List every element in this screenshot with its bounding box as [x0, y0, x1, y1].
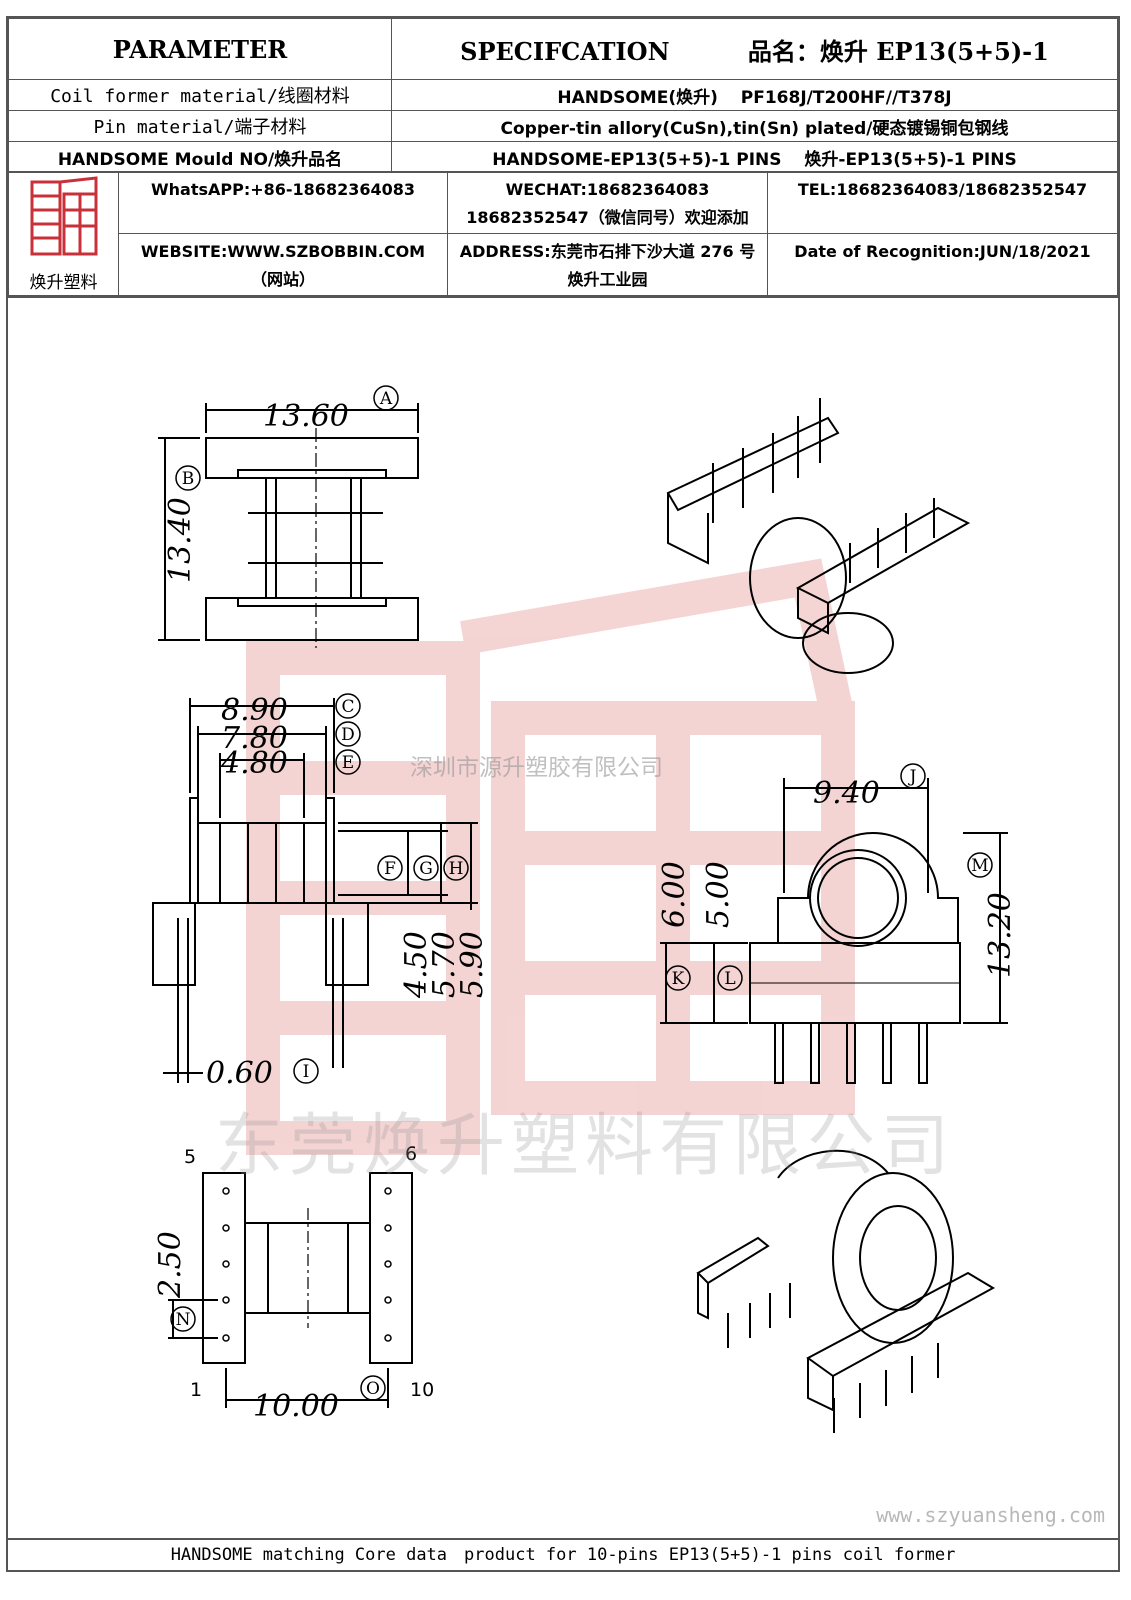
drawing-canvas: 13.60 13.40 8.90 7.80 4.80 4.50 5.70 5.9… [152, 385, 1018, 1433]
dim-f-value: 4.50 [399, 931, 434, 999]
watermark-company: 东莞焕升塑料有限公司 [215, 1107, 956, 1186]
svg-text:M: M [971, 856, 988, 876]
label-d-icon: D [335, 721, 361, 747]
dim-b-value: 13.40 [163, 497, 198, 583]
address: ADDRESS:东莞市石排下沙大道 276 号焕升工业园 [447, 233, 768, 298]
telephone: TEL:18682364083/18682352547 [767, 171, 1118, 234]
logo-text: 焕升塑料 [29, 273, 98, 293]
label-n-icon: N [170, 1306, 196, 1332]
pin-material-label: Pin material/端子材料 [8, 110, 392, 142]
label-e-icon: E [335, 749, 361, 775]
dim-j-value: 9.40 [813, 776, 880, 811]
svg-text:O: O [366, 1379, 380, 1399]
label-f-icon: F [377, 855, 403, 881]
pin-material-value: Copper-tin allory(CuSn),tin(Sn) plated/硬… [391, 110, 1118, 142]
isometric-view-top [666, 398, 971, 674]
label-l-icon: L [717, 965, 743, 991]
watermark-logo-icon [246, 558, 855, 1155]
dim-d-value: 7.80 [221, 721, 288, 756]
svg-text:G: G [419, 859, 433, 879]
dim-k-value: 6.00 [657, 861, 692, 928]
coil-material-value: HANDSOME(焕升) PF168J/T200HF//T378J [391, 79, 1118, 111]
svg-text:J: J [908, 767, 917, 787]
pin-10-label: 10 [410, 1379, 434, 1401]
label-b-icon: B [175, 465, 201, 491]
website: WEBSITE:WWW.SZBOBBIN.COM（网站） [118, 233, 448, 298]
whatsapp: WhatsAPP:+86-18682364083 [118, 171, 448, 234]
svg-text:H: H [449, 859, 464, 879]
specification-header: SPECIFCATION 品名：焕升 EP13(5+5)-1 [391, 18, 1118, 80]
top-view [158, 403, 419, 648]
contact-block: 焕升塑料 WhatsAPP:+86-18682364083 WECHAT:186… [8, 171, 1118, 298]
dim-g-value: 5.70 [427, 931, 462, 998]
isometric-view-bottom [696, 1149, 996, 1433]
dim-l-value: 5.00 [701, 861, 736, 928]
dim-e-value: 4.80 [220, 746, 288, 781]
company-logo: 焕升塑料 [8, 171, 119, 298]
recognition-date: Date of Recognition:JUN/18/2021 [767, 233, 1118, 298]
label-m-icon: M [967, 852, 993, 878]
pin-6-label: 6 [405, 1143, 417, 1165]
svg-text:C: C [341, 697, 354, 717]
label-a-icon: A [373, 385, 399, 411]
label-k-icon: K [665, 965, 691, 991]
dim-c-value: 8.90 [221, 693, 288, 728]
mould-no-value: HANDSOME-EP13(5+5)-1 PINS 焕升-EP13(5+5)-1… [391, 141, 1118, 173]
pin-5-label: 5 [184, 1146, 196, 1168]
label-h-icon: H [443, 855, 469, 881]
dim-n-value: 2.50 [153, 1231, 188, 1299]
product-name: 品名：焕升 EP13(5+5)-1 [747, 36, 1049, 66]
svg-text:D: D [341, 725, 355, 745]
logo-icon [30, 176, 97, 256]
svg-text:L: L [724, 969, 735, 989]
dim-a-value: 13.60 [263, 399, 349, 434]
label-g-icon: G [413, 855, 439, 881]
svg-text:E: E [342, 753, 354, 773]
svg-text:I: I [303, 1062, 310, 1082]
pin-1-label: 1 [190, 1379, 202, 1401]
front-view [660, 778, 1008, 1084]
bottom-view [168, 1172, 413, 1408]
svg-text:K: K [672, 969, 685, 989]
watermark-small: 深圳市源升塑胶有限公司 [410, 755, 663, 781]
label-c-icon: C [335, 693, 361, 719]
svg-text:A: A [379, 389, 393, 409]
spec-table: PARAMETER SPECIFCATION 品名：焕升 EP13(5+5)-1… [8, 18, 1118, 173]
watermark-url: www.szyuansheng.com [876, 1503, 1105, 1527]
mould-no-label: HANDSOME Mould NO/焕升品名 [8, 141, 392, 173]
dim-i-value: 0.60 [206, 1056, 273, 1091]
label-o-icon: O [360, 1375, 386, 1401]
svg-text:F: F [384, 859, 396, 879]
footer-note: HANDSOME matching Core data product for … [8, 1538, 1118, 1570]
specification-title: SPECIFCATION [460, 36, 670, 66]
technical-drawing: 13.60 13.40 8.90 7.80 4.80 4.50 5.70 5.9… [8, 298, 1118, 1493]
svg-text:N: N [176, 1310, 191, 1330]
side-view [152, 698, 478, 1083]
dim-m-value: 13.20 [983, 892, 1018, 978]
label-j-icon: J [900, 763, 926, 789]
dim-h-value: 5.90 [455, 931, 490, 998]
spec-sheet: PARAMETER SPECIFCATION 品名：焕升 EP13(5+5)-1… [6, 16, 1120, 1572]
dim-o-value: 10.00 [253, 1389, 339, 1424]
parameter-header: PARAMETER [8, 18, 392, 80]
coil-material-label: Coil former material/线圈材料 [8, 79, 392, 111]
svg-text:B: B [182, 469, 195, 489]
wechat: WECHAT:18682364083 18682352547（微信同号）欢迎添加 [447, 171, 768, 234]
label-i-icon: I [293, 1058, 319, 1084]
